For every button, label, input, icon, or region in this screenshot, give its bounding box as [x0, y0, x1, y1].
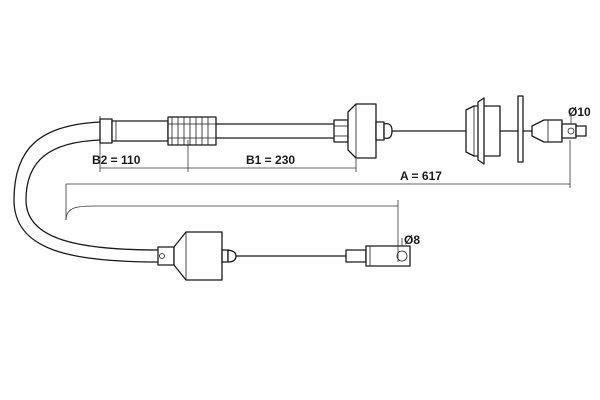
adjuster-ferrule: [99, 116, 169, 146]
dimension-b1-label: B1 = 230: [246, 153, 295, 167]
dimension-b: [99, 140, 357, 172]
upper-end-boot: [333, 103, 393, 159]
threaded-adjuster: [167, 116, 217, 146]
pedal-end-boot: [465, 95, 533, 165]
diameter-leaders: [401, 116, 572, 246]
diameter-10-label: Ø10: [568, 105, 591, 119]
cable-sheath: [13, 121, 159, 263]
dimension-a-label: A = 617: [400, 169, 442, 183]
pedal-end-fitting: [531, 119, 587, 143]
dimension-a: [65, 140, 571, 262]
lower-end-boot: [157, 231, 237, 281]
gearbox-end-fitting: [345, 245, 411, 267]
diameter-8-label: Ø8: [404, 233, 420, 247]
upper-sheath: [215, 123, 335, 139]
dimension-b2-label: B2 = 110: [92, 153, 141, 167]
